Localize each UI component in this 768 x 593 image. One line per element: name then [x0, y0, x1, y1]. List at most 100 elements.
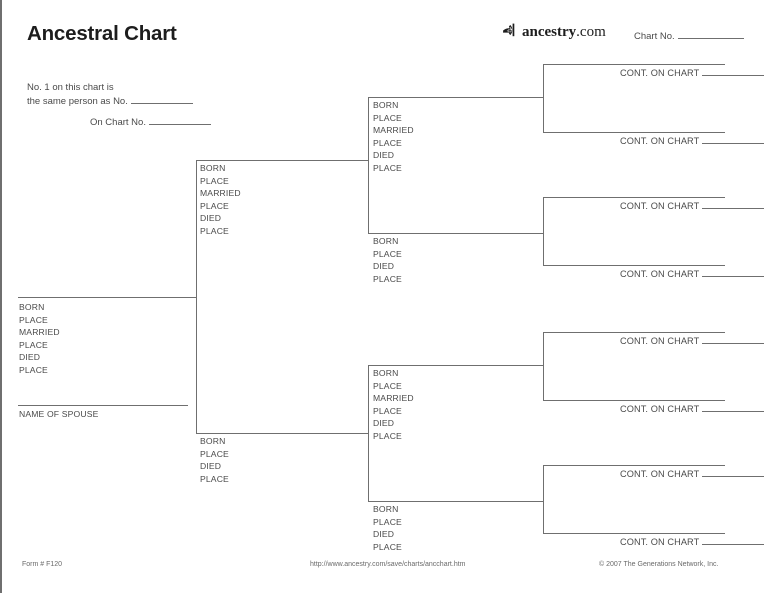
gen4-1-cont-bottom[interactable]: CONT. ON CHART	[620, 136, 765, 146]
ancestry-leaf-icon	[502, 22, 519, 43]
gen4-1-bottom-line[interactable]	[543, 132, 725, 133]
gen1-spouse-caption: NAME OF SPOUSE	[19, 409, 99, 419]
same-person-note: No. 1 on this chart is the same person a…	[27, 81, 193, 109]
gen1-spouse-line[interactable]	[18, 405, 188, 406]
gen3-4-field-born: BORN	[373, 504, 399, 514]
gen3-1-field-place-birth: PLACE	[373, 112, 402, 123]
gen2-1-field-born: BORN	[200, 163, 226, 173]
gen4-2-top-line[interactable]	[543, 197, 725, 198]
gen1-field-place-birth: PLACE	[19, 314, 48, 325]
ancestry-logo: ancestry.com	[502, 22, 606, 43]
chart-no-blank[interactable]	[677, 38, 744, 39]
gen4-2-bottom-line[interactable]	[543, 265, 725, 266]
on-chart-no-field[interactable]: On Chart No.	[90, 117, 211, 128]
gen4-2-bracket-vertical	[543, 197, 544, 265]
gen3-3-field-place-birth: PLACE	[373, 380, 402, 391]
gen4-2-cont-top-blank[interactable]	[702, 208, 765, 209]
gen4-4-bracket-vertical	[543, 465, 544, 533]
gen2-2-fields: BORN PLACE DIED PLACE	[200, 435, 229, 485]
gen4-2-cont-top[interactable]: CONT. ON CHART	[620, 201, 765, 211]
gen4-4-cont-top[interactable]: CONT. ON CHART	[620, 469, 765, 479]
gen3-2-name-line[interactable]	[368, 233, 543, 234]
gen4-4-cont-bottom-blank[interactable]	[702, 544, 765, 545]
gen2-1-field-place-died: PLACE	[200, 225, 229, 236]
gen3-3-fields: BORN PLACE MARRIED PLACE DIED PLACE	[373, 367, 414, 443]
brand-tld: .com	[576, 24, 606, 40]
gen4-2-cont-bottom-blank[interactable]	[702, 276, 765, 277]
gen4-4-bottom-line[interactable]	[543, 533, 725, 534]
footer-form-number: Form # F120	[22, 561, 63, 568]
page-left-edge-rule	[0, 0, 2, 593]
same-person-note-line2: the same person as No.	[27, 95, 193, 109]
footer-url[interactable]: http://www.ancestry.com/save/charts/ancc…	[310, 561, 466, 568]
gen3-4-field-died: DIED	[373, 529, 395, 540]
gen3-3-name-line[interactable]	[368, 365, 543, 366]
gen4-3-bottom-line[interactable]	[543, 400, 725, 401]
gen3-4-name-line[interactable]	[368, 501, 543, 502]
gen4-1-bracket-vertical	[543, 64, 544, 132]
gen3-3-field-married: MARRIED	[373, 393, 414, 404]
gen3-3-field-place-died: PLACE	[373, 430, 402, 441]
gen3-3-field-born: BORN	[373, 368, 399, 378]
chart-no-field[interactable]: Chart No.	[634, 31, 744, 42]
ancestry-wordmark: ancestry.com	[522, 25, 606, 40]
gen4-3-cont-top[interactable]: CONT. ON CHART	[620, 336, 765, 346]
gen4-1-cont-bottom-blank[interactable]	[702, 143, 765, 144]
gen2-1-field-married: MARRIED	[200, 188, 241, 199]
gen4-3-cont-bottom[interactable]: CONT. ON CHART	[620, 404, 765, 414]
on-chart-no-label: On Chart No.	[90, 117, 146, 128]
gen4-3-cont-bottom-blank[interactable]	[702, 411, 765, 412]
gen3-2-field-place-died: PLACE	[373, 273, 402, 284]
gen4-4-cont-top-blank[interactable]	[702, 476, 765, 477]
gen4-2-cont-bottom[interactable]: CONT. ON CHART	[620, 269, 765, 279]
gen4-4-cont-bottom[interactable]: CONT. ON CHART	[620, 537, 765, 547]
gen4-3-top-line[interactable]	[543, 332, 725, 333]
gen3-1-name-line[interactable]	[368, 97, 543, 98]
same-person-no-blank[interactable]	[130, 103, 193, 104]
gen3-2-field-died: DIED	[373, 261, 395, 272]
gen3-1-field-place-died: PLACE	[373, 162, 402, 173]
gen4-1-cont-top[interactable]: CONT. ON CHART	[620, 68, 765, 78]
gen1-field-married: MARRIED	[19, 327, 60, 338]
gen3-4-field-place-birth: PLACE	[373, 516, 402, 527]
gen2-2-field-place-died: PLACE	[200, 473, 229, 484]
gen2-2-field-place-birth: PLACE	[200, 448, 229, 459]
gen1-field-born: BORN	[19, 302, 45, 312]
page-title: Ancestral Chart	[27, 22, 177, 45]
gen1-name-line[interactable]	[18, 297, 196, 298]
gen2-2-field-born: BORN	[200, 436, 226, 446]
gen4-3-bracket-vertical	[543, 332, 544, 400]
gen3-connector-vertical-upper	[368, 97, 369, 233]
gen3-1-field-married: MARRIED	[373, 125, 414, 136]
gen3-connector-vertical-lower	[368, 365, 369, 501]
gen3-1-fields: BORN PLACE MARRIED PLACE DIED PLACE	[373, 99, 414, 175]
gen2-1-field-place-married: PLACE	[200, 200, 229, 211]
gen2-1-name-line[interactable]	[196, 160, 368, 161]
gen4-1-top-line[interactable]	[543, 64, 725, 65]
gen1-field-place-died: PLACE	[19, 364, 48, 375]
gen3-3-field-died: DIED	[373, 418, 395, 429]
gen3-2-field-place-birth: PLACE	[373, 248, 402, 259]
gen3-2-field-born: BORN	[373, 236, 399, 246]
gen2-2-name-line[interactable]	[196, 433, 368, 434]
brand-name: ancestry	[522, 24, 577, 40]
gen2-1-field-died: DIED	[200, 213, 222, 224]
gen4-4-top-line[interactable]	[543, 465, 725, 466]
footer-copyright: © 2007 The Generations Network, Inc.	[599, 561, 719, 568]
gen3-2-fields: BORN PLACE DIED PLACE	[373, 235, 402, 285]
gen3-4-fields: BORN PLACE DIED PLACE	[373, 503, 402, 553]
gen3-1-field-born: BORN	[373, 100, 399, 110]
gen2-connector-vertical	[196, 160, 197, 434]
gen3-3-field-place-married: PLACE	[373, 405, 402, 416]
gen3-1-field-place-married: PLACE	[373, 137, 402, 148]
gen1-field-died: DIED	[19, 352, 41, 363]
chart-no-label: Chart No.	[634, 31, 675, 42]
gen1-fields: BORN PLACE MARRIED PLACE DIED PLACE	[19, 301, 60, 377]
same-person-note-line1: No. 1 on this chart is	[27, 82, 114, 93]
gen4-1-cont-top-blank[interactable]	[702, 75, 765, 76]
gen4-3-cont-top-blank[interactable]	[702, 343, 765, 344]
gen2-2-field-died: DIED	[200, 461, 222, 472]
on-chart-no-blank[interactable]	[148, 124, 211, 125]
gen3-1-field-died: DIED	[373, 150, 395, 161]
